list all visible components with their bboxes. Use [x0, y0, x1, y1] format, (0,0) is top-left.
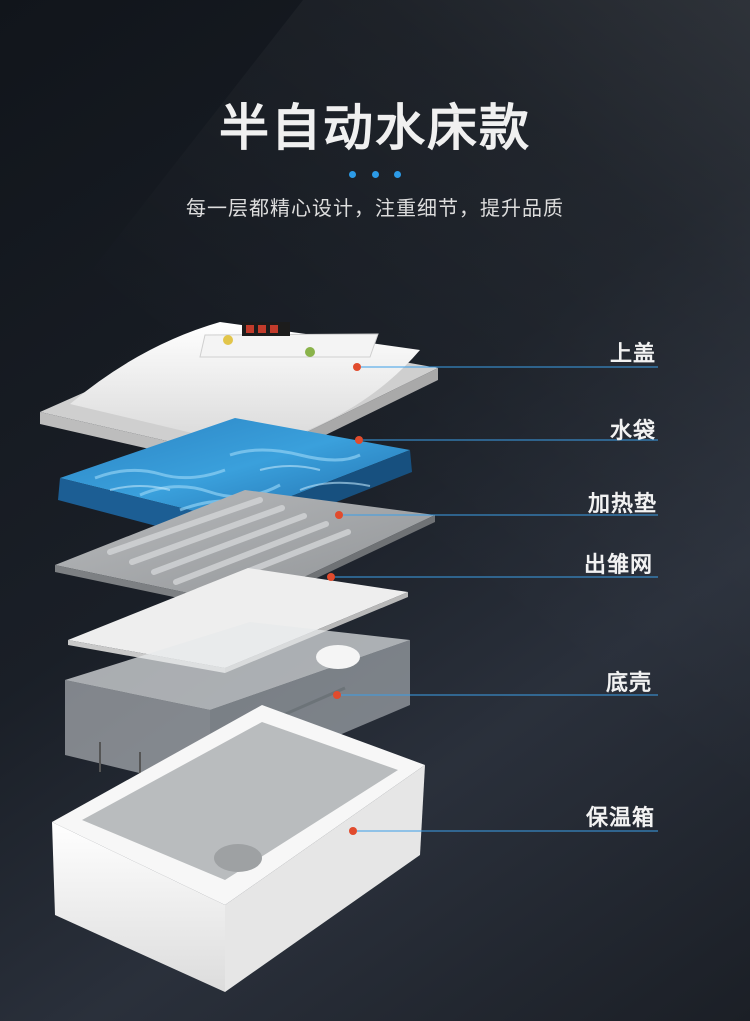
label-hatching-net: 出雏网	[584, 553, 654, 578]
page-title: 半自动水床款	[219, 99, 531, 157]
label-insulated-box: 保温箱	[586, 806, 656, 831]
label-base-shell: 底壳	[606, 671, 653, 696]
label-water-bag: 水袋	[610, 419, 657, 444]
accent-dot	[371, 171, 379, 178]
label-lid: 上盖	[610, 342, 657, 367]
insulated-box-layer	[52, 705, 425, 992]
accent-dot	[393, 171, 401, 178]
title-dots	[0, 163, 750, 182]
leader-lines	[327, 363, 658, 835]
accent-dot	[349, 171, 357, 178]
label-heating-pad: 加热垫	[588, 492, 658, 517]
page-subtitle: 每一层都精心设计，注重细节，提升品质	[186, 196, 564, 220]
